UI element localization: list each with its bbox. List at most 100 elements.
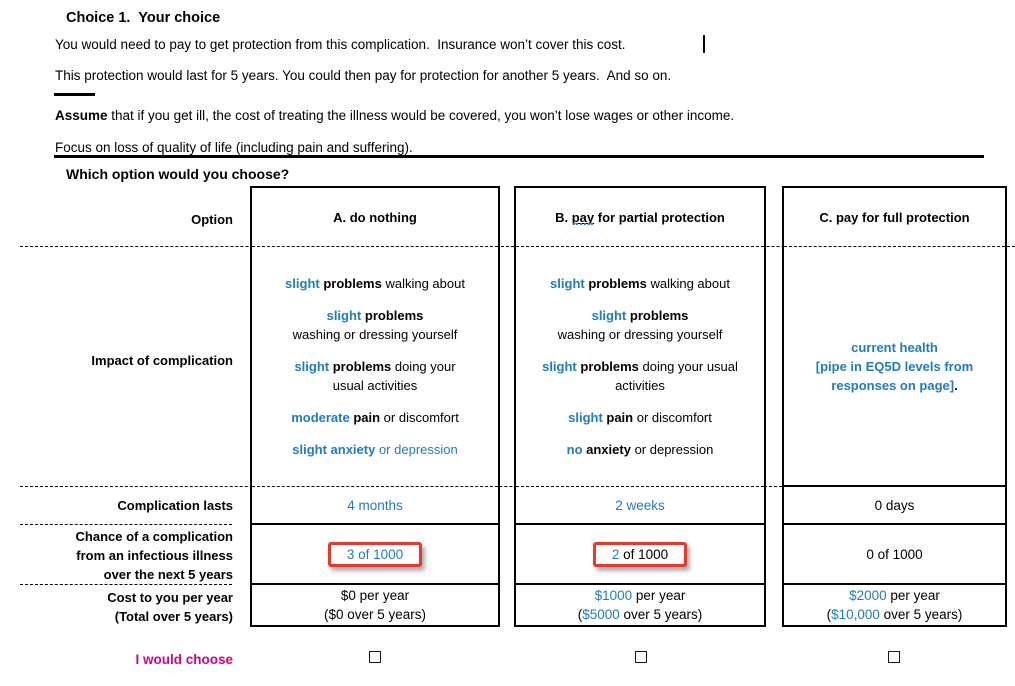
question-heading: Which option would you choose?	[66, 166, 290, 182]
text-segment: per year	[886, 588, 940, 603]
text-segment: over 5 years)	[619, 607, 703, 622]
option-a-cost-line: $0 per year	[341, 586, 409, 605]
row-label-cost: Cost to you per year (Total over 5 years…	[0, 588, 233, 626]
option-a-header-cell: A. do nothing	[252, 188, 498, 247]
impact-line: slight problems	[293, 306, 458, 325]
option-c-lasts-value: 0 days	[875, 498, 915, 513]
text-segment: (	[826, 607, 832, 622]
text-segment: $10,000	[831, 607, 880, 622]
impact-paragraph: slight problems walking about	[550, 274, 730, 293]
row-label-chance-line1: Chance of a complication	[75, 529, 233, 544]
option-a-cost-line: ($0 over 5 years)	[324, 605, 426, 624]
option-c-lasts-cell: 0 days	[784, 487, 1005, 525]
text-segment: slight	[285, 276, 324, 291]
option-c-cost-cell: $2000 per year ($10,000 over 5 years)	[784, 585, 1005, 625]
text-segment: doing your	[394, 359, 456, 374]
text-segment: activities	[615, 378, 665, 393]
option-b-chance-value: 2 of 1000	[612, 547, 668, 562]
red-highlight-frame: 2 of 1000	[592, 541, 688, 567]
option-b-header-text: B. pay for partial protection	[555, 210, 725, 225]
text-segment: problems	[580, 359, 643, 374]
text-segment: slight	[326, 308, 365, 323]
row-label-impact: Impact of complication	[91, 353, 233, 368]
impact-paragraph: moderate pain or discomfort	[291, 408, 459, 427]
text-segment: (	[577, 607, 583, 622]
option-column-a: A. do nothing slight problems walking abo…	[250, 186, 500, 627]
impact-paragraph: current health [pipe in EQ5D levels from r…	[816, 338, 974, 395]
text-segment: walking about	[385, 276, 465, 291]
option-a-chance-value: 3 of 1000	[347, 547, 403, 562]
text-segment: pay	[571, 209, 595, 225]
option-c-chance-cell: 0 of 1000	[784, 525, 1005, 585]
text-segment: slight	[542, 359, 581, 374]
text-segment: [pipe in EQ5D levels from	[815, 358, 974, 374]
option-b-lasts-cell: 2 weeks	[516, 487, 764, 525]
intro-paragraph-2: This protection would last for 5 years. …	[55, 68, 672, 83]
impact-line: usual activities	[294, 376, 455, 395]
i-would-choose-label: I would choose	[135, 652, 233, 667]
text-segment: washing or dressing yourself	[292, 327, 458, 342]
option-c-header-cell: C. pay for full protection	[784, 188, 1005, 247]
impact-paragraph: slight problems washing or dressing yours…	[293, 306, 458, 344]
option-b-cost-line: ($5000 over 5 years)	[578, 605, 703, 624]
impact-line: activities	[542, 376, 738, 395]
choice-c-checkbox[interactable]	[888, 651, 900, 663]
row-label-chance-line2: from an infectious illness	[76, 548, 233, 563]
text-segment: slight	[591, 308, 630, 323]
text-segment: responses on page]	[831, 377, 955, 393]
impact-line: washing or dressing yourself	[293, 325, 458, 344]
text-segment: problems	[629, 308, 689, 323]
intro-paragraph-1: You would need to pay to get protection …	[55, 37, 626, 52]
text-segment: 4 months	[347, 497, 403, 513]
option-c-chance-value: 0 of 1000	[866, 547, 922, 562]
text-segment: C. pay for full protection	[819, 209, 970, 225]
impact-line: slight problems doing your usual	[542, 357, 738, 376]
assume-bold-word: Assume	[55, 108, 108, 123]
text-segment: or depression	[378, 442, 458, 457]
short-divider-line	[54, 93, 95, 96]
row-label-option: Option	[191, 212, 233, 227]
option-c-header-text: C. pay for full protection	[819, 210, 969, 225]
impact-line: slight problems doing your	[294, 357, 455, 376]
impact-line: current health	[816, 338, 974, 357]
text-segment: slight	[568, 410, 607, 425]
choice-b-checkbox[interactable]	[635, 651, 647, 663]
section-divider-line	[54, 155, 984, 158]
row-label-chance: Chance of a complication from an infecti…	[0, 527, 233, 584]
option-a-cost-cell: $0 per year ($0 over 5 years)	[252, 585, 498, 625]
option-a-lasts-value: 4 months	[347, 498, 403, 513]
option-b-cost-line: $1000 per year	[595, 586, 686, 605]
text-segment: pain	[606, 410, 637, 425]
impact-paragraph: slight problems walking about	[285, 274, 465, 293]
choice-a-checkbox[interactable]	[369, 651, 381, 663]
text-segment: of 1000	[619, 546, 669, 562]
red-highlight-frame: 3 of 1000	[327, 541, 423, 567]
row-label-cost-line1: Cost to you per year	[107, 590, 233, 605]
option-b-lasts-value: 2 weeks	[615, 498, 665, 513]
impact-line: [pipe in EQ5D levels from	[816, 357, 974, 376]
option-a-lasts-cell: 4 months	[252, 487, 498, 525]
impact-line: washing or dressing yourself	[558, 325, 723, 344]
text-segment: problems	[332, 359, 395, 374]
text-segment: 0 of 1000	[866, 546, 923, 562]
impact-line: slight pain or discomfort	[568, 408, 712, 427]
text-segment: current health	[851, 339, 938, 355]
text-segment: .	[954, 377, 958, 393]
text-segment: moderate	[291, 410, 354, 425]
text-segment: $0 per year	[340, 588, 410, 603]
impact-line: no anxiety or depression	[567, 440, 714, 459]
text-segment: $2000	[849, 588, 887, 603]
option-column-c: C. pay for full protection current health…	[782, 186, 1007, 627]
dashed-row-line-4	[20, 584, 232, 585]
intro-paragraph-4: Focus on loss of quality of life (includ…	[55, 140, 413, 155]
impact-line: slight problems	[558, 306, 723, 325]
text-segment: pain	[353, 410, 384, 425]
option-c-cost-line: ($10,000 over 5 years)	[827, 605, 963, 624]
text-segment: 0 days	[874, 497, 915, 513]
text-segment: per year	[632, 588, 686, 603]
option-b-header-cell: B. pay for partial protection	[516, 188, 764, 247]
dashed-row-line-3	[20, 524, 232, 525]
text-segment: or discomfort	[383, 410, 459, 425]
